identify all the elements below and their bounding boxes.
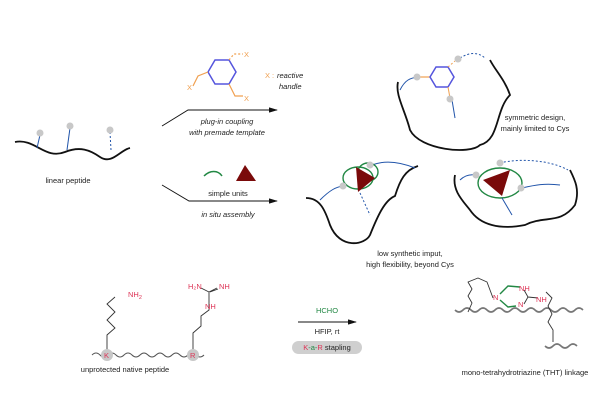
- linear-peptide: linear peptide: [14, 122, 131, 185]
- legend-x: X: [265, 71, 270, 80]
- triangle-unit-icon: [236, 165, 256, 181]
- stapling-badge: [292, 341, 362, 354]
- bottom-result-line1: low synthetic imput,: [377, 249, 442, 258]
- cys-node: [106, 126, 114, 134]
- product-nh2: NH: [536, 295, 547, 304]
- symmetric-product: [396, 53, 512, 151]
- arg-h2n: H₂N: [188, 282, 202, 291]
- legend-sep: :: [272, 71, 274, 80]
- bottom-result-line2: high flexibility, beyond Cys: [366, 260, 454, 269]
- reagent: HCHO: [316, 306, 338, 315]
- product-n2: N: [518, 300, 523, 309]
- arg-letter: R: [190, 351, 196, 360]
- assembled-product-2: [453, 159, 578, 228]
- legend-line2: handle: [279, 82, 302, 91]
- cys-node: [66, 122, 74, 130]
- arg-imine: NH: [219, 282, 230, 291]
- top-result-line1: symmetric design,: [505, 113, 565, 122]
- conditions: HFIP, rt: [315, 327, 341, 336]
- product-label: mono-tetrahydrotriazine (THT) linkage: [462, 368, 589, 377]
- top-arrow-line1: plug-in coupling: [200, 117, 254, 126]
- linear-peptide-label: linear peptide: [45, 176, 90, 185]
- cys-node: [36, 129, 44, 137]
- arg-nh: NH: [205, 302, 216, 311]
- handle-x: X: [244, 50, 249, 59]
- assembled-product-1: [305, 161, 419, 245]
- handle-x: X: [244, 94, 249, 103]
- stapling-label: K-a-R stapling: [303, 343, 351, 352]
- units-label: simple units: [208, 189, 248, 198]
- green-unit-icon: [203, 170, 223, 177]
- bottom-arrow: [161, 184, 278, 204]
- tht-product: N N NH NH mono-tetrahydrotriazine (THT) …: [454, 277, 589, 377]
- handle-x: X: [187, 83, 192, 92]
- legend-line1: reactive: [277, 71, 303, 80]
- bottom-arrow-label: in situ assembly: [201, 210, 256, 219]
- template-molecule: X X X: [187, 50, 249, 103]
- product-n1: N: [493, 293, 498, 302]
- product-nh1: NH: [519, 284, 530, 293]
- top-arrow-line2: with premade template: [189, 128, 265, 137]
- native-peptide: K R NH2 H₂N NH NH unprotected native pep…: [81, 282, 230, 374]
- lys-letter: K: [104, 351, 109, 360]
- substrate-label: unprotected native peptide: [81, 365, 169, 374]
- lys-amine: NH2: [128, 290, 142, 301]
- top-arrow: [161, 107, 278, 127]
- top-result-line2: mainly limited to Cys: [501, 124, 570, 133]
